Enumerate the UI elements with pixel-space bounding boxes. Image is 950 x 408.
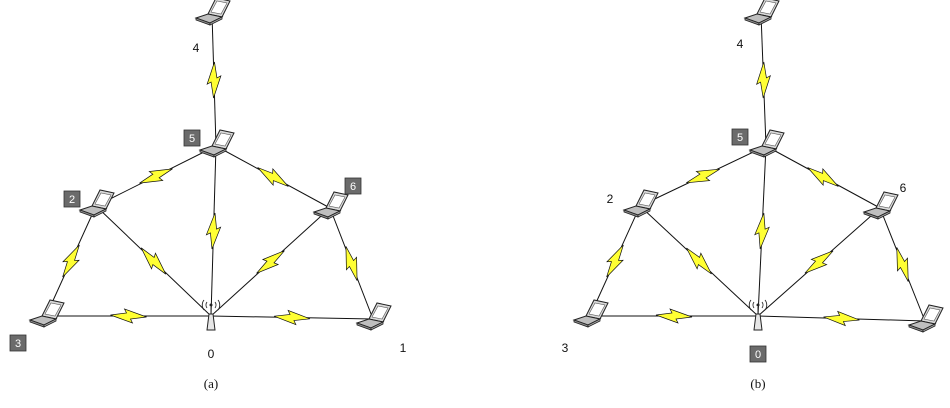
access-point-node-0: 0 (748, 299, 768, 363)
laptop-node-1 (908, 304, 944, 333)
laptop-node-2: 2 (63, 189, 115, 218)
link-3-0 (46, 308, 211, 324)
link-bolt-8 (345, 246, 358, 281)
link-bolt-5 (205, 212, 222, 250)
laptop-icon (195, 0, 231, 26)
link-5-0 (205, 145, 222, 317)
link-bolt-8 (896, 247, 909, 282)
link-6-1 (879, 207, 926, 322)
laptop-icon (908, 304, 944, 333)
laptop-icon (863, 191, 899, 220)
access-point-icon (201, 299, 221, 331)
laptop-node-3: 3 (9, 299, 65, 352)
node-label-box-6: 6 (344, 177, 362, 195)
link-bolt-2 (606, 244, 624, 278)
node-label-box-5: 5 (183, 129, 201, 147)
link-2-5 (95, 145, 217, 207)
link-bolt-4 (139, 168, 173, 184)
link-bolt-3 (686, 247, 712, 275)
diagram-caption: (b) (750, 376, 765, 391)
node-label-0: 0 (208, 347, 215, 361)
link-bolt-4 (686, 168, 720, 184)
link-2-0 (639, 205, 759, 317)
node-label-box-2: 2 (63, 190, 81, 208)
laptop-icon (744, 0, 780, 26)
link-bolt-6 (257, 167, 289, 187)
node-label-4: 4 (193, 41, 200, 55)
node-label-0: 0 (755, 349, 761, 361)
laptop-node-5: 5 (731, 128, 785, 158)
laptop-icon (573, 299, 609, 328)
diagram-caption: (a) (204, 376, 218, 391)
link-2-0 (95, 205, 212, 317)
laptop-icon (313, 191, 349, 220)
node-label-3: 3 (15, 338, 21, 350)
node-label-5: 5 (737, 132, 743, 144)
link-bolt-9 (756, 61, 771, 99)
node-label-1: 1 (400, 341, 407, 355)
laptop-node-2: 2 (607, 189, 659, 218)
laptop-icon (79, 189, 115, 218)
laptop-icon (29, 299, 65, 328)
link-5-4 (206, 13, 222, 147)
access-point-node-0: 0 (201, 299, 221, 361)
laptop-node-3: 3 (562, 299, 609, 355)
link-bolt-7 (804, 250, 834, 274)
link-bolt-0 (655, 308, 693, 324)
laptop-node-5: 5 (183, 129, 235, 158)
node-label-box-5: 5 (731, 128, 749, 146)
laptop-icon (623, 189, 659, 218)
diagram-a: 0 1 2 3 4 5 6 (a) (9, 0, 407, 391)
node-label-3: 3 (562, 341, 569, 355)
link-bolt-6 (807, 167, 839, 187)
link-3-2 (589, 205, 641, 317)
link-6-1 (329, 207, 374, 320)
link-bolt-0 (110, 308, 147, 324)
link-5-0 (754, 145, 770, 317)
node-label-2: 2 (607, 192, 614, 206)
link-5-6 (765, 145, 881, 209)
laptop-node-4: 4 (193, 0, 231, 55)
node-label-box-0: 0 (749, 345, 767, 363)
link-0-1 (757, 310, 926, 327)
link-bolt-3 (140, 247, 167, 275)
link-5-4 (756, 13, 771, 147)
link-3-0 (590, 308, 758, 324)
laptop-node-6: 6 (313, 177, 362, 220)
diagram-b: 0 2 3 4 5 6 (b) (562, 0, 944, 391)
link-bolt-9 (206, 61, 222, 99)
node-label-5: 5 (189, 133, 195, 145)
node-label-6: 6 (350, 181, 356, 193)
access-point-icon (748, 299, 768, 331)
link-bolt-5 (754, 212, 770, 250)
node-label-2: 2 (69, 194, 75, 206)
laptop-node-1: 1 (356, 302, 407, 355)
laptop-node-4: 4 (737, 0, 780, 51)
link-bolt-1 (823, 310, 860, 327)
link-5-6 (215, 145, 331, 209)
link-bolt-7 (256, 250, 285, 274)
node-label-box-3: 3 (9, 334, 27, 352)
link-6-0 (757, 207, 881, 317)
link-3-2 (45, 205, 97, 317)
node-label-6: 6 (900, 181, 907, 195)
link-0-1 (210, 309, 374, 326)
node-label-4: 4 (737, 37, 744, 51)
laptop-icon (356, 302, 392, 331)
link-6-0 (210, 207, 331, 317)
link-bolt-1 (273, 309, 311, 326)
link-bolt-2 (62, 244, 80, 278)
laptop-node-6: 6 (863, 181, 907, 220)
link-2-5 (639, 145, 767, 207)
